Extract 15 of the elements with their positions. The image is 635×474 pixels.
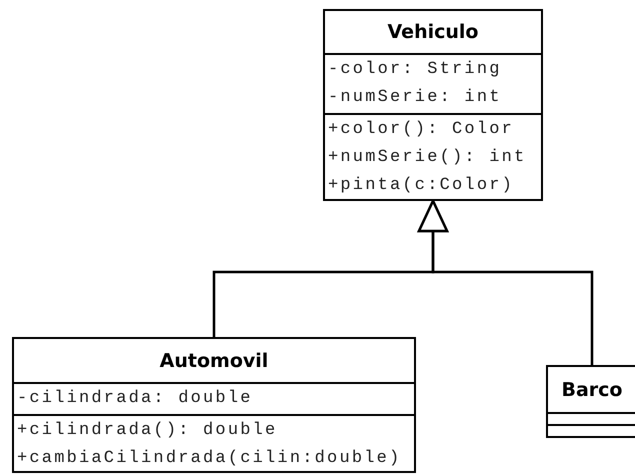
class-box xyxy=(12,337,416,473)
method-text: +cilindrada(): double xyxy=(17,420,278,442)
attribute-text: -cilindrada: double xyxy=(17,388,254,410)
method-text: +color(): Color xyxy=(328,119,516,141)
class-name: Automovil xyxy=(160,350,268,372)
attribute-text: -numSerie: int xyxy=(328,87,503,109)
method-text: +pinta(c:Color) xyxy=(328,175,516,197)
class-box xyxy=(323,9,543,201)
class-name: Barco xyxy=(562,378,622,400)
method-text: +numSerie(): int xyxy=(328,147,528,169)
inheritance-arrow xyxy=(418,200,594,365)
class-name: Vehiculo xyxy=(388,21,478,43)
method-text: +cambiaCilindrada(cilin:double) xyxy=(17,448,402,470)
class-box xyxy=(546,365,635,438)
attribute-text: -color: String xyxy=(328,59,503,81)
